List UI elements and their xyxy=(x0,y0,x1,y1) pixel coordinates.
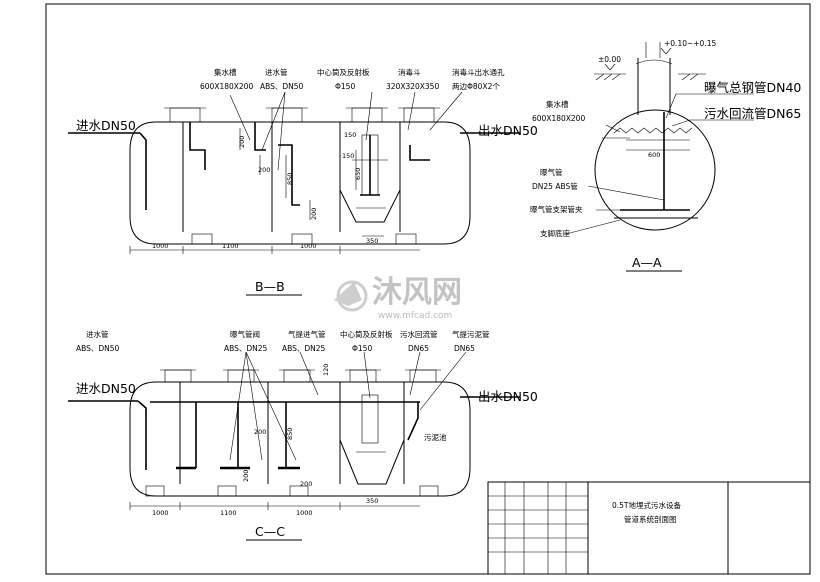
section-aa: 600 ±0.00 +0.10~+0.15 曝气总钢管DN40 污水回流管DN6… xyxy=(530,39,801,272)
label-aa-tank-groove: 集水槽 xyxy=(546,99,569,109)
dim-cc-8: 120 xyxy=(322,364,330,376)
label-cc-inlet-pipe: 进水管 xyxy=(86,329,109,339)
label-cc-sludge-tank: 污泥池 xyxy=(424,432,447,442)
dim-bb-3: 1000 xyxy=(300,242,317,250)
label-bb-outlet-dn: 出水DN50 xyxy=(478,123,538,138)
dim-cc-5: 200 xyxy=(242,470,250,482)
label-bb-inlet-dn: 进水DN50 xyxy=(76,118,136,133)
dim-bb-8: 150 xyxy=(344,131,356,139)
supports-cc xyxy=(145,485,439,497)
leaders-bb xyxy=(229,91,463,171)
label-aa-aeration-main: 曝气总钢管DN40 xyxy=(704,80,801,95)
label-cc-return-pipe: 污水回流管 xyxy=(400,329,438,339)
dim-bb-2: 1100 xyxy=(222,242,239,250)
manholes-bb xyxy=(164,107,440,123)
tank-aa-outline xyxy=(594,109,716,231)
dim-bb-10: 350 xyxy=(366,237,378,245)
label-cc-airlift-sludge: 气提污泥管 xyxy=(452,329,490,339)
dim-cc-9: 350 xyxy=(366,497,378,505)
partitions-bb xyxy=(182,122,401,232)
dim-cc-7: 200 xyxy=(300,480,312,488)
label-cc-aeration-valve: 曝气管阀 xyxy=(230,329,260,339)
label-cc-airlift-sludge-spec: DN65 xyxy=(454,344,475,353)
watermark-logo-icon xyxy=(334,280,368,312)
dims-cc-lines xyxy=(129,495,420,510)
label-aa-elev-zero: ±0.00 xyxy=(598,55,621,64)
section-bb: 1000 1100 1000 200 200 850 200 150 650 3… xyxy=(68,67,538,296)
title-block xyxy=(487,481,811,575)
label-aa-tank-groove-size: 600X180X200 xyxy=(532,114,585,123)
title-block-line1: 0.5T地埋式污水设备 xyxy=(612,500,682,510)
label-bb-inlet-pipe: 进水管 xyxy=(265,67,288,77)
label-cc-outlet-dn: 出水DN50 xyxy=(478,389,538,404)
pipes-bb xyxy=(68,122,520,210)
dim-bb-6: 850 xyxy=(286,173,294,185)
label-cc-aeration-valve-spec: ABS、DN25 xyxy=(224,344,268,353)
dim-cc-2: 1100 xyxy=(220,509,237,517)
label-bb-disinfect-size: 320X320X350 xyxy=(386,82,439,91)
label-cc-airlift-inlet-spec: ABS、DN25 xyxy=(282,344,326,353)
ground-aa xyxy=(594,47,706,81)
label-cc-airlift-inlet: 气提进气管 xyxy=(288,329,326,339)
dim-aa-1: 600 xyxy=(648,151,660,159)
label-cc-inlet-pipe-spec: ABS、DN50 xyxy=(76,344,120,353)
internals-aa xyxy=(602,112,698,219)
dims-bb xyxy=(129,128,420,254)
label-cc-return-pipe-spec: DN65 xyxy=(408,344,429,353)
dim-bb-4: 200 xyxy=(238,136,246,148)
label-aa-support-base: 支脚底座 xyxy=(540,228,570,238)
sheet-border xyxy=(45,3,811,575)
watermark-url: www.mfcad.com xyxy=(378,311,452,321)
title-aa: A—A xyxy=(632,255,662,270)
label-bb-disinfect-outlet: 消毒斗出水通孔 xyxy=(452,67,505,77)
pipes-cc xyxy=(68,396,520,470)
center-tube-bb xyxy=(352,134,388,209)
watermark: 沐风网 www.mfcad.com xyxy=(334,275,462,321)
dim-bb-9: 650 xyxy=(354,168,362,180)
dim-cc-4: 200 xyxy=(254,428,266,436)
dim-cc-1: 1000 xyxy=(152,509,169,517)
dim-bb-1: 1000 xyxy=(152,242,169,250)
label-bb-tank-groove: 集水槽 xyxy=(214,67,237,77)
label-bb-inlet-pipe-spec: ABS、DN50 xyxy=(260,82,304,91)
label-cc-center-tube-spec: Φ150 xyxy=(352,344,372,353)
label-bb-tank-groove-size: 600X180X200 xyxy=(200,82,253,91)
center-tube-cc xyxy=(356,394,386,453)
section-cc: 1000 1100 1000 200 200 850 200 120 350 进… xyxy=(68,329,538,541)
dim-bb-11: 150 xyxy=(342,152,354,160)
label-cc-center-tube: 中心筒及反射板 xyxy=(340,329,393,339)
label-aa-elev-range: +0.10~+0.15 xyxy=(664,39,716,48)
dim-bb-7: 200 xyxy=(310,208,318,220)
riser-aa xyxy=(635,42,673,115)
label-aa-aeration-pipe: 曝气管 xyxy=(540,167,563,177)
dim-cc-3: 1000 xyxy=(296,509,313,517)
label-bb-center-tube: 中心筒及反射板 xyxy=(317,67,370,77)
label-aa-sludge-return: 污水回流管DN65 xyxy=(704,106,801,121)
manholes-cc xyxy=(160,369,441,383)
title-cc: C—C xyxy=(255,524,285,539)
title-bb: B—B xyxy=(255,279,285,294)
label-bb-disinfect: 消毒斗 xyxy=(398,67,421,77)
dim-bb-5: 200 xyxy=(258,166,270,174)
title-block-line2: 管道系统剖面图 xyxy=(624,514,677,524)
label-bb-disinfect-outlet-spec: 两边Φ80X2个 xyxy=(452,82,500,91)
leaders-aa xyxy=(565,93,754,235)
label-aa-aeration-pipe-spec: DN25 ABS管 xyxy=(532,181,578,191)
tank-cc-outline xyxy=(129,381,471,497)
leaders-cc xyxy=(229,351,467,461)
supports-bb xyxy=(191,233,417,245)
label-cc-inlet-dn: 进水DN50 xyxy=(76,381,136,396)
label-bb-center-tube-spec: Φ150 xyxy=(335,82,355,91)
dim-cc-6: 850 xyxy=(286,428,294,440)
watermark-brand: 沐风网 xyxy=(372,275,462,310)
tank-bb-outline xyxy=(129,121,471,245)
label-aa-aeration-bracket: 曝气管支架管夹 xyxy=(530,204,583,214)
